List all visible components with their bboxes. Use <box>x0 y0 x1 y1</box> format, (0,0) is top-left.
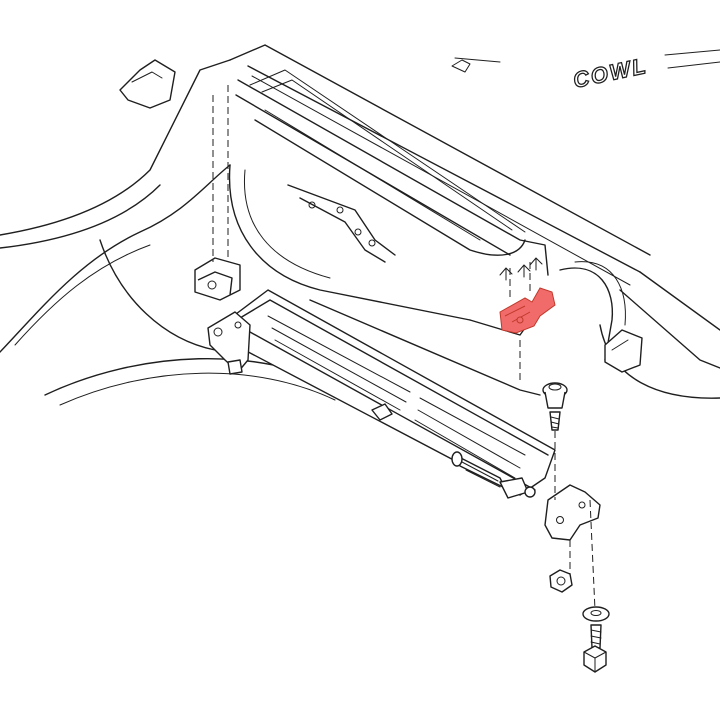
highlighted-clip-body <box>499 287 556 334</box>
flat-washer <box>582 606 610 622</box>
rubber-grommet <box>542 382 568 409</box>
cowl-label: COWL <box>570 49 720 94</box>
hex-bolt <box>583 624 607 673</box>
left-upper-bracket <box>194 257 241 301</box>
highlighted-clip-hole <box>516 316 524 324</box>
right-bracket <box>544 484 601 541</box>
small-screw <box>549 411 561 431</box>
highlighted-clip-part <box>499 287 556 334</box>
main-frame-assembly <box>207 289 556 499</box>
cowl-body-panel <box>0 44 720 441</box>
hex-nut <box>549 569 573 593</box>
right-alignment-line-3 <box>589 499 596 611</box>
cowl-label-text: COWL <box>571 53 650 93</box>
retainer-clips <box>499 257 543 281</box>
